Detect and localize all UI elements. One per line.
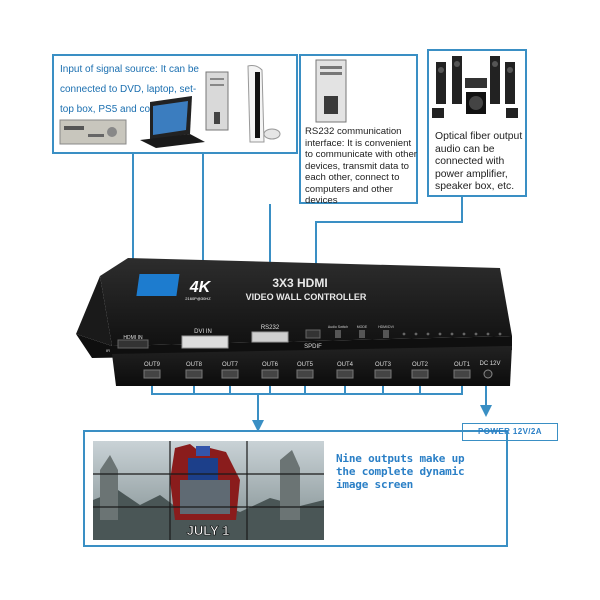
port-hdmi-in-label: HDMI IN [123, 335, 143, 341]
spdif-text: Optical fiber output audio can be connec… [435, 131, 523, 192]
out5-label: OUT5 [297, 362, 314, 368]
out3-label: OUT3 [375, 362, 392, 368]
dvd-player-icon [59, 119, 127, 145]
rs232-computer-icon [315, 59, 347, 123]
power-label: POWER 12V/2A [462, 423, 558, 441]
laptop-icon [140, 96, 205, 148]
out4-label: OUT4 [337, 362, 354, 368]
device-buttons: Audio Switch MODE HDMI/DVI [328, 325, 394, 338]
device-title-line1: 3X3 HDMI [272, 276, 327, 290]
computer-tower-icon [205, 71, 229, 131]
port-dvi-in-label: DVI IN [194, 329, 212, 335]
rs232-text: RS232 communication interface: It is con… [305, 126, 417, 206]
svg-text:Audio Switch: Audio Switch [328, 325, 348, 329]
video-wall-image: JULY 1 [93, 441, 324, 540]
wall-caption: JULY 1 [187, 523, 230, 538]
video-wall-controller-device: 4K 2160P@30HZ 3X3 HDMI VIDEO WALL CONTRO… [76, 258, 512, 386]
logo-4k: 4K [189, 279, 212, 296]
speaker-system-icon [432, 56, 518, 118]
output-ports: OUT9 OUT8 OUT7 OUT6 OUT5 OUT4 OUT3 OUT2 … [143, 362, 471, 379]
port-spdif-label: SPDIF [304, 344, 322, 350]
svg-text:MODE: MODE [357, 325, 368, 329]
svg-text:HDMI/DVI: HDMI/DVI [378, 325, 394, 329]
dc-12v-label: DC 12V [479, 361, 500, 367]
out8-label: OUT8 [186, 362, 203, 368]
port-ir-label: IR [106, 348, 110, 353]
port-rs232-label: RS232 [261, 325, 280, 331]
out6-label: OUT6 [262, 362, 279, 368]
out9-label: OUT9 [144, 362, 161, 368]
logo-sub: 2160P@30HZ [185, 296, 211, 301]
device-title-line2: VIDEO WALL CONTROLLER [246, 292, 367, 302]
out2-label: OUT2 [412, 362, 429, 368]
outputs-bracket [151, 382, 463, 395]
signal-source-text: Input of signal source: It can be connec… [60, 64, 199, 115]
nine-outputs-text: Nine outputs make up the complete dynami… [336, 452, 465, 491]
out1-label: OUT1 [454, 362, 471, 368]
ps5-console-icon [247, 65, 281, 143]
out7-label: OUT7 [222, 362, 239, 368]
